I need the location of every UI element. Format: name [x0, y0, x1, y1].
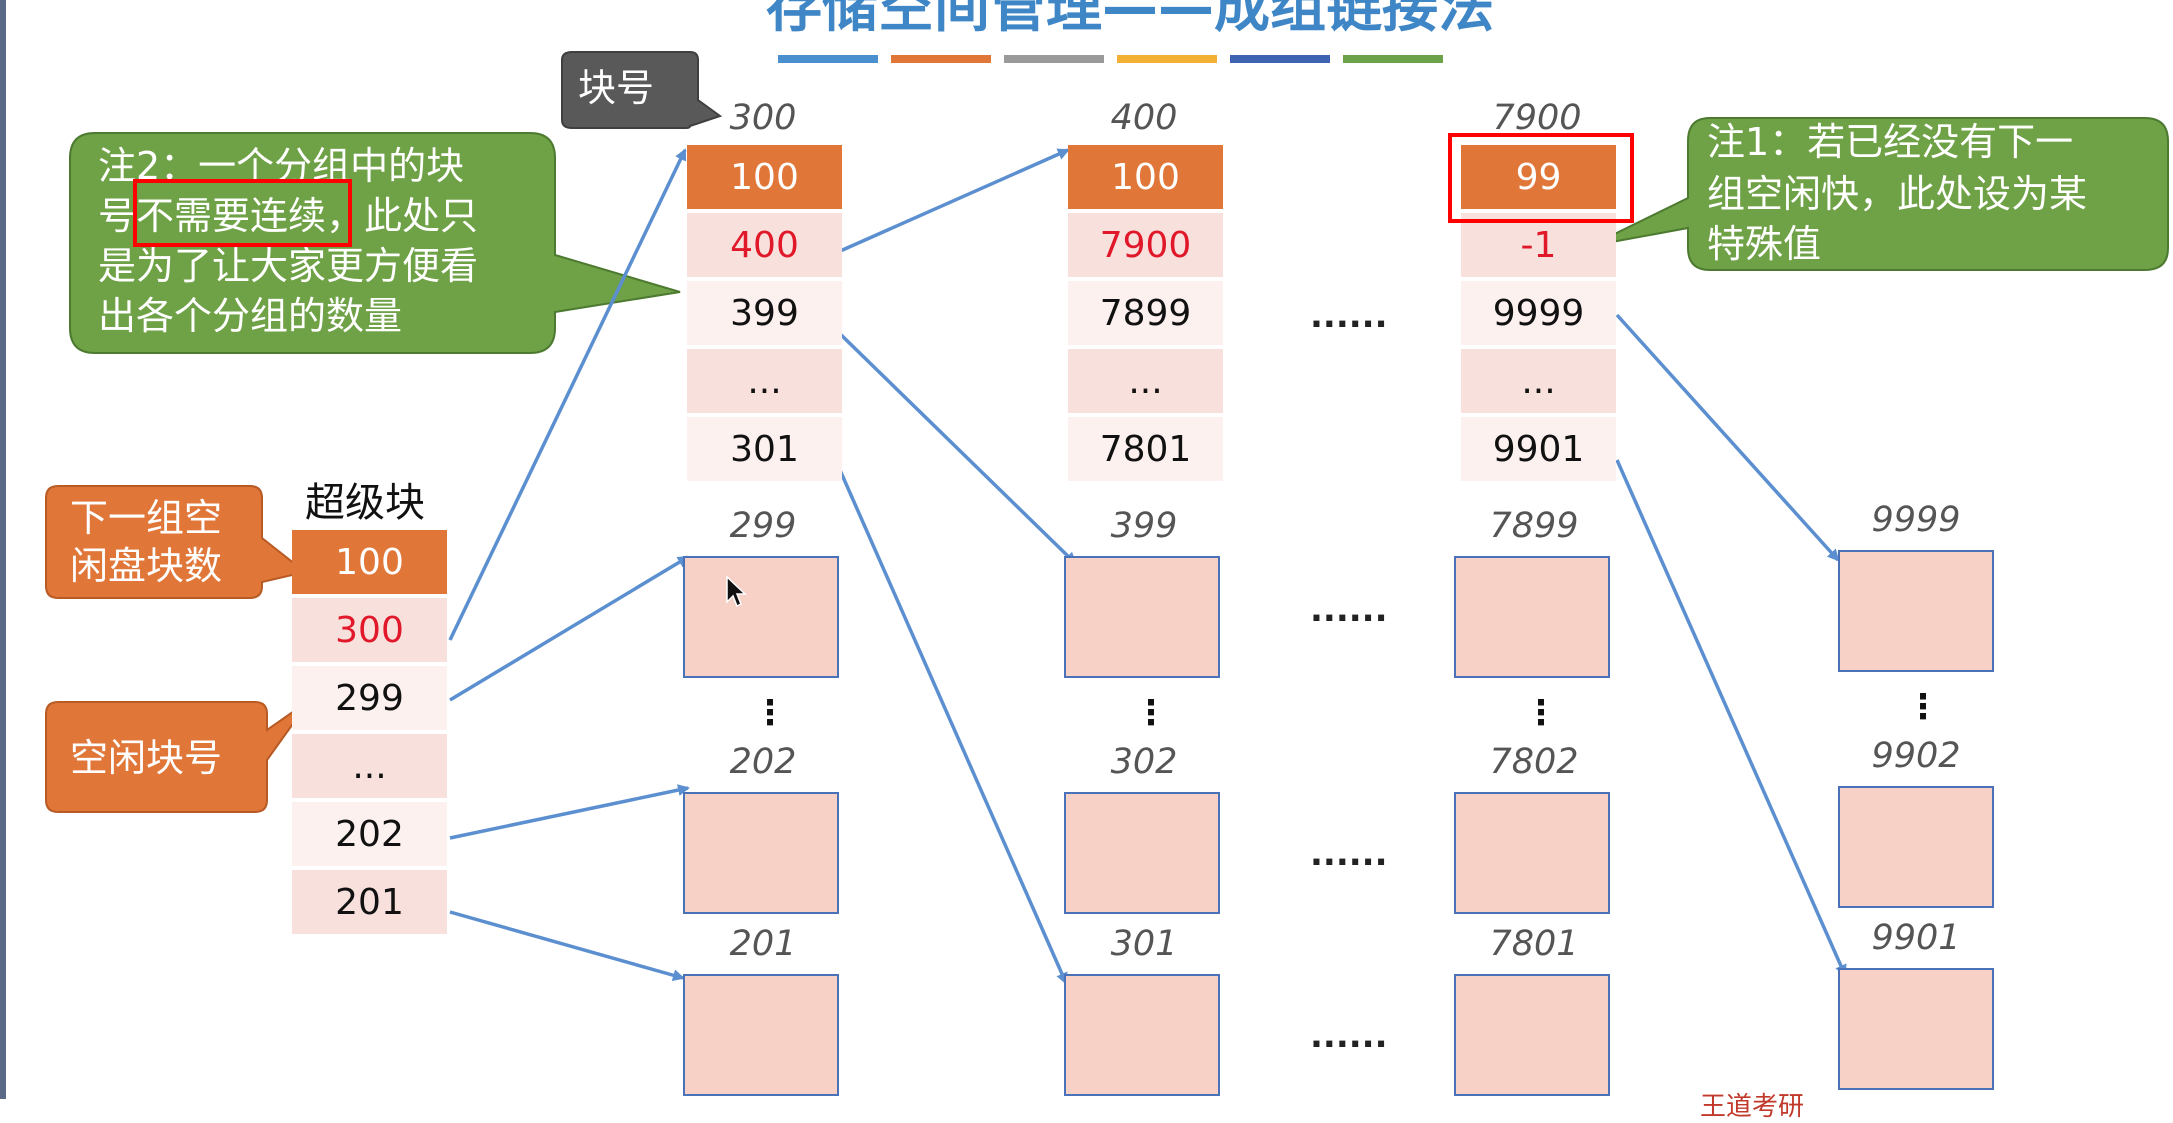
free-block-label: 9902: [1871, 736, 1961, 776]
free-block-label: 301: [1110, 924, 1178, 964]
free-no-callout-shape: [45, 699, 311, 813]
arrow-300-to-group300: [448, 148, 687, 641]
free-block: [1454, 792, 1610, 914]
superblock-heading: 超级块: [305, 480, 425, 526]
note2-line4: 出各个分组的数量: [98, 294, 403, 338]
vertical-ellipsis: ⋮: [1524, 693, 1558, 733]
group-next-cell: -1: [1461, 213, 1616, 277]
group-next-cell: 400: [687, 213, 842, 277]
free-block: [1454, 974, 1610, 1096]
arrow-201-to-block201: [449, 910, 685, 982]
arrow-400-to-group400: [837, 148, 1070, 254]
free-no-callout-label: 空闲块号: [70, 736, 223, 780]
arrow-301-to-block301: [830, 451, 1068, 985]
free-block: [1838, 968, 1994, 1090]
note1-line1: 注1：若已经没有下一: [1707, 120, 2074, 164]
group-count-cell: 100: [687, 145, 842, 209]
group-label: 400: [1110, 98, 1178, 138]
free-block: [1064, 974, 1220, 1096]
highlight-box-99: [1448, 133, 1634, 223]
free-block-label: 302: [1110, 742, 1178, 782]
stripe-1: [778, 55, 878, 63]
arrow-399-to-block399: [832, 326, 1077, 565]
free-block: [683, 556, 839, 678]
block-no-callout-label: 块号: [578, 66, 655, 110]
superblock-cell: 202: [292, 802, 447, 866]
slide-title: 存储空间管理——成组链接法: [766, 0, 1494, 40]
superblock-cell: 201: [292, 870, 447, 934]
group-cell: 399: [687, 281, 842, 345]
highlight-box-note2: [133, 179, 352, 247]
arrow-9901-to-block9901: [1615, 459, 1847, 977]
arrow-lines: [448, 148, 1847, 985]
arrow-202-to-block202: [449, 784, 690, 840]
superblock-count-cell: 100: [292, 530, 447, 594]
free-block-label: 202: [729, 742, 797, 782]
free-block-label: 9901: [1871, 918, 1961, 958]
arrow-9999-to-block9999: [1615, 313, 1840, 562]
stripe-4: [1117, 55, 1217, 63]
superblock-next-group-cell: 300: [292, 598, 447, 662]
free-block: [1064, 556, 1220, 678]
footer-watermark: 王道考研: [1700, 1092, 1805, 1122]
group-next-cell: 7900: [1068, 213, 1223, 277]
ellipsis-row3: ......: [1310, 1016, 1388, 1056]
free-block: [1064, 792, 1220, 914]
free-block-label: 7801: [1489, 924, 1579, 964]
stripe-6: [1343, 55, 1443, 63]
ellipsis-row1: ......: [1310, 590, 1388, 630]
group-count-cell: 100: [1068, 145, 1223, 209]
note1-line2: 组空闲快，此处设为某: [1707, 172, 2088, 216]
free-block-label: 399: [1110, 506, 1178, 546]
next-count-callout-shape: [45, 485, 308, 599]
free-block: [683, 974, 839, 1096]
note2-line2: 号不需要连续，此处只: [98, 194, 479, 238]
ellipsis-groups: ......: [1310, 296, 1388, 336]
free-block: [1838, 550, 1994, 672]
window-edge: [0, 0, 6, 1099]
group-cell: 7801: [1068, 417, 1223, 481]
group-cell: ...: [687, 349, 842, 413]
free-block-label: 7899: [1489, 506, 1579, 546]
ellipsis-row2: ......: [1310, 834, 1388, 874]
group-cell: ...: [1461, 349, 1616, 413]
block-no-callout-shape: [561, 51, 723, 129]
group-cell: ...: [1068, 349, 1223, 413]
note2-line3: 是为了让大家更方便看: [98, 244, 479, 288]
group-cell: 9901: [1461, 417, 1616, 481]
group-cell: 9999: [1461, 281, 1616, 345]
free-block: [1838, 786, 1994, 908]
group-label: 300: [729, 98, 797, 138]
free-block-label: 7802: [1489, 742, 1579, 782]
free-block-label: 299: [729, 506, 797, 546]
stripe-5: [1230, 55, 1330, 63]
next-count-line2: 闲盘块数: [70, 544, 223, 588]
superblock-cell: ...: [292, 734, 447, 798]
note2-callout-shape: [69, 132, 681, 354]
free-block-label: 9999: [1871, 500, 1961, 540]
arrow-299-to-block299: [449, 555, 690, 702]
vertical-ellipsis: ⋮: [1134, 693, 1168, 733]
vertical-ellipsis: ⋮: [753, 693, 787, 733]
group-cell: 301: [687, 417, 842, 481]
group-label: 7900: [1492, 98, 1582, 138]
group-cell: 7899: [1068, 281, 1223, 345]
free-block: [683, 792, 839, 914]
next-count-line1: 下一组空: [70, 496, 223, 540]
vertical-ellipsis: ⋮: [1906, 687, 1940, 727]
note1-callout-shape: [1589, 117, 2169, 271]
free-block: [1454, 556, 1610, 678]
superblock-cell: 299: [292, 666, 447, 730]
free-block-label: 201: [729, 924, 797, 964]
stripe-3: [1004, 55, 1104, 63]
note1-line3: 特殊值: [1707, 222, 1822, 266]
group-count-cell: 99: [1461, 145, 1616, 209]
stripe-2: [891, 55, 991, 63]
mouse-cursor-icon: [726, 576, 747, 608]
diagram-arrows: [45, 51, 2169, 985]
